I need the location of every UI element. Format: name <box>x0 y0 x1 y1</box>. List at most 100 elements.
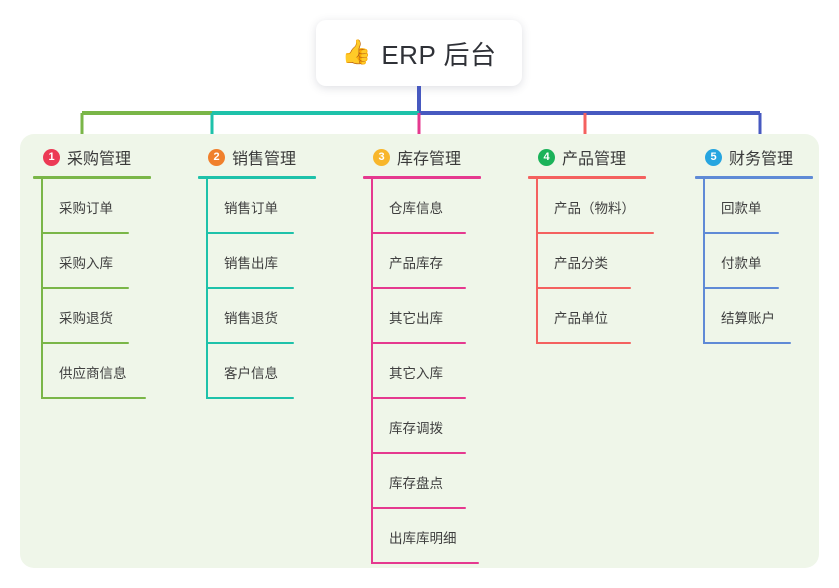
branch-item[interactable]: 库存调拨 <box>363 399 481 454</box>
root-node-card[interactable]: 👍 ERP 后台 <box>316 20 522 86</box>
branch-item[interactable]: 结算账户 <box>695 289 813 344</box>
branch-items: 回款单付款单结算账户 <box>695 179 813 344</box>
branch-item-rule <box>206 397 294 399</box>
branch-number-badge: 3 <box>373 148 390 166</box>
branch-header-2[interactable]: 2 销售管理 <box>198 144 316 170</box>
branch-panel <box>20 134 819 568</box>
branch-item[interactable]: 采购入库 <box>33 234 151 289</box>
branch-items: 采购订单采购入库采购退货供应商信息 <box>33 179 151 399</box>
branch-item[interactable]: 销售出库 <box>198 234 316 289</box>
branch-item-label: 回款单 <box>721 201 762 216</box>
branch-header-1[interactable]: 1 采购管理 <box>33 144 151 170</box>
branch-item-label: 采购退货 <box>59 311 113 326</box>
branch-column-2: 2 销售管理销售订单销售出库销售退货客户信息 <box>198 144 316 399</box>
branch-item-label: 销售出库 <box>224 256 278 271</box>
branch-item[interactable]: 销售退货 <box>198 289 316 344</box>
branch-item[interactable]: 库存盘点 <box>363 454 481 509</box>
branch-item-rule <box>371 562 479 564</box>
branch-spine <box>206 179 208 399</box>
branch-item-label: 其它出库 <box>389 311 443 326</box>
branch-item-rule <box>536 232 654 234</box>
branch-spine <box>703 179 705 344</box>
branch-item[interactable]: 回款单 <box>695 179 813 234</box>
branch-item-label: 结算账户 <box>721 311 775 326</box>
branch-spine <box>41 179 43 399</box>
branch-item-rule <box>206 342 294 344</box>
branch-items: 销售订单销售出库销售退货客户信息 <box>198 179 316 399</box>
branch-item-rule <box>703 232 779 234</box>
root-node-title: ERP 后台 <box>381 39 497 70</box>
branch-number-badge: 2 <box>208 148 225 166</box>
branch-item[interactable]: 产品库存 <box>363 234 481 289</box>
branch-number-badge: 4 <box>538 148 555 166</box>
branch-number-badge: 1 <box>43 148 60 166</box>
branch-item-label: 付款单 <box>721 256 762 271</box>
branch-header-rule <box>363 176 481 179</box>
branch-item-label: 产品单位 <box>554 311 608 326</box>
branch-item-label: 库存调拨 <box>389 421 443 436</box>
branch-item-rule <box>536 342 631 344</box>
branch-header-3[interactable]: 3 库存管理 <box>363 144 481 170</box>
branch-title: 库存管理 <box>397 151 462 168</box>
branch-item-rule <box>371 507 466 509</box>
branch-header-4[interactable]: 4 产品管理 <box>528 144 646 170</box>
branch-spine <box>536 179 538 344</box>
branch-item-rule <box>41 287 129 289</box>
branch-item-label: 采购入库 <box>59 256 113 271</box>
branch-item-rule <box>206 232 294 234</box>
branch-item[interactable]: 其它出库 <box>363 289 481 344</box>
branch-item[interactable]: 出库库明细 <box>363 509 481 564</box>
branch-item-rule <box>41 397 146 399</box>
branch-header-rule <box>33 176 151 179</box>
branch-item-rule <box>206 287 294 289</box>
branch-item-rule <box>703 287 779 289</box>
branch-item-label: 产品（物料） <box>554 201 635 216</box>
branch-item[interactable]: 供应商信息 <box>33 344 151 399</box>
branch-item-label: 产品库存 <box>389 256 443 271</box>
branch-header-rule <box>695 176 813 179</box>
branch-item-label: 其它入库 <box>389 366 443 381</box>
branch-item-rule <box>41 342 129 344</box>
branch-number-badge: 5 <box>705 148 722 166</box>
branch-header-rule <box>528 176 646 179</box>
branch-item[interactable]: 其它入库 <box>363 344 481 399</box>
branch-spine <box>371 179 373 564</box>
branch-item-rule <box>371 397 466 399</box>
branch-item-label: 供应商信息 <box>59 366 127 381</box>
branch-column-4: 4 产品管理产品（物料） 产品分类产品单位 <box>528 144 654 344</box>
branch-item[interactable]: 产品单位 <box>528 289 646 344</box>
branch-item[interactable]: 仓库信息 <box>363 179 481 234</box>
branch-item-label: 销售订单 <box>224 201 278 216</box>
branch-item[interactable]: 采购退货 <box>33 289 151 344</box>
branch-title: 销售管理 <box>232 151 297 168</box>
branch-item-label: 产品分类 <box>554 256 608 271</box>
branch-items: 产品（物料） 产品分类产品单位 <box>528 179 654 344</box>
branch-item-label: 采购订单 <box>59 201 113 216</box>
branch-item-rule <box>371 232 466 234</box>
branch-item[interactable]: 采购订单 <box>33 179 151 234</box>
branch-item[interactable]: 产品分类 <box>528 234 646 289</box>
branch-column-3: 3 库存管理仓库信息产品库存其它出库其它入库库存调拨库存盘点出库库明细 <box>363 144 481 564</box>
branch-item[interactable]: 客户信息 <box>198 344 316 399</box>
branch-item-rule <box>371 342 466 344</box>
branch-column-1: 1 采购管理采购订单采购入库采购退货供应商信息 <box>33 144 151 399</box>
branch-title: 产品管理 <box>562 151 627 168</box>
branch-item[interactable]: 销售订单 <box>198 179 316 234</box>
branch-item[interactable]: 产品（物料） <box>528 179 654 234</box>
branch-item-rule <box>703 342 791 344</box>
branch-title: 采购管理 <box>67 151 132 168</box>
branch-item-label: 仓库信息 <box>389 201 443 216</box>
branch-item-label: 出库库明细 <box>389 531 457 546</box>
branch-item[interactable]: 付款单 <box>695 234 813 289</box>
root-node-content: 👍 ERP 后台 <box>341 35 496 72</box>
branch-item-label: 客户信息 <box>224 366 278 381</box>
branch-item-rule <box>371 287 466 289</box>
branch-item-rule <box>371 452 466 454</box>
branch-item-label: 销售退货 <box>224 311 278 326</box>
thumbs-up-icon: 👍 <box>341 39 372 66</box>
branch-item-label: 库存盘点 <box>389 476 443 491</box>
branch-items: 仓库信息产品库存其它出库其它入库库存调拨库存盘点出库库明细 <box>363 179 481 564</box>
branch-item-rule <box>536 287 631 289</box>
